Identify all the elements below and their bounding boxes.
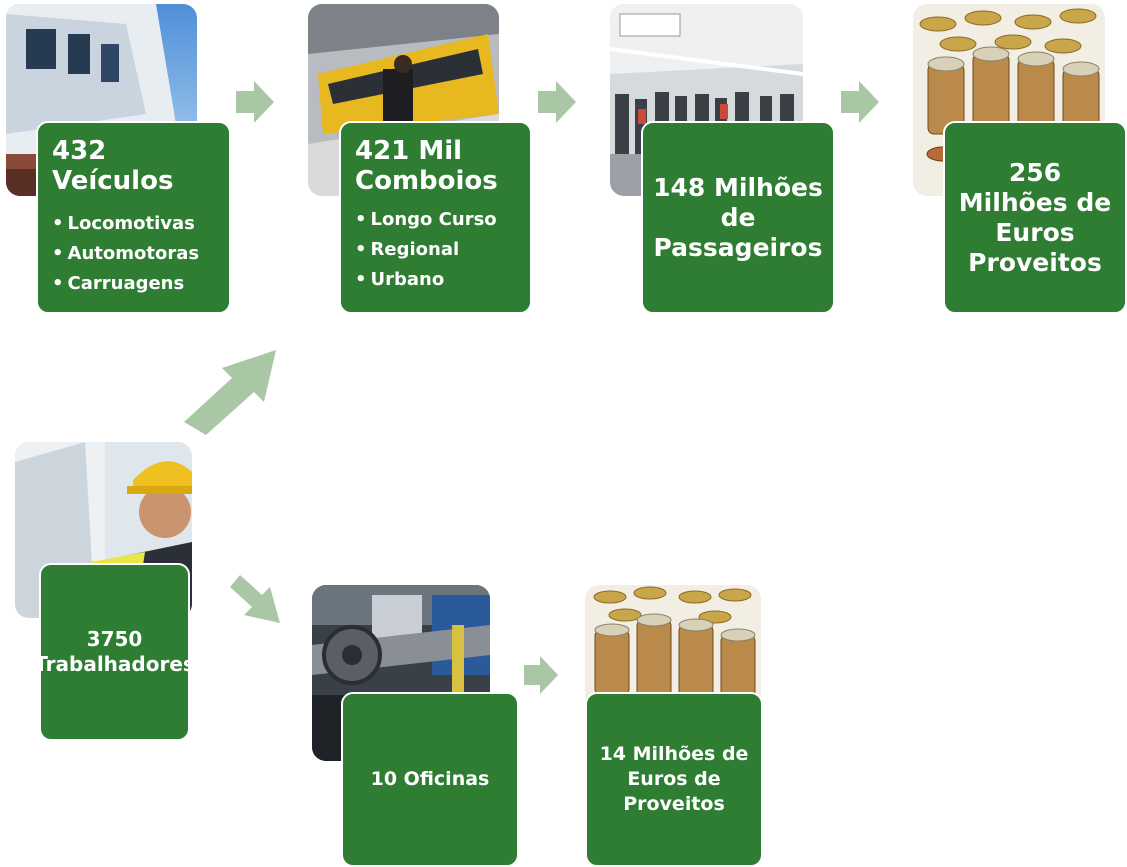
list-item: Automotoras bbox=[52, 239, 215, 269]
passengers-title: 148 Milhões de Passageiros bbox=[653, 172, 823, 262]
revenue-title: 256 Milhões de Euros Proveitos bbox=[958, 157, 1112, 277]
vehicles-list: Locomotivas Automotoras Carruagens bbox=[52, 209, 215, 299]
trains-list: Longo Curso Regional Urbano bbox=[355, 205, 516, 295]
arrow-right-icon bbox=[538, 81, 576, 123]
workshops-box: 10 Oficinas bbox=[341, 692, 519, 867]
vehicles-title: 432 Veículos bbox=[52, 136, 174, 196]
arrow-diagonal-down-icon bbox=[230, 575, 280, 623]
arrow-diagonal-icon bbox=[184, 350, 276, 435]
list-item: Locomotivas bbox=[52, 209, 215, 239]
workshops-title: 10 Oficinas bbox=[370, 767, 490, 790]
workers-title: 3750 Trabalhadores bbox=[34, 627, 195, 676]
list-item: Regional bbox=[355, 235, 516, 265]
workers-box: 3750 Trabalhadores bbox=[34, 563, 195, 741]
trains-title: 421 Mil Comboios bbox=[355, 136, 498, 196]
revenue-box: 256 Milhões de Euros Proveitos bbox=[943, 121, 1127, 314]
arrow-right-icon bbox=[236, 81, 274, 123]
trains-box: 421 Mil Comboios Longo Curso Regional Ur… bbox=[339, 121, 532, 314]
workshop-revenue-title: 14 Milhões de Euros de Proveitos bbox=[599, 743, 749, 815]
list-item: Urbano bbox=[355, 265, 516, 295]
arrow-right-icon bbox=[841, 81, 879, 123]
vehicles-box: 432 Veículos Locomotivas Automotoras Car… bbox=[36, 121, 231, 314]
workshop-revenue-box: 14 Milhões de Euros de Proveitos bbox=[585, 692, 763, 867]
list-item: Longo Curso bbox=[355, 205, 516, 235]
arrow-right-icon bbox=[524, 656, 558, 694]
passengers-box: 148 Milhões de Passageiros bbox=[641, 121, 835, 314]
list-item: Carruagens bbox=[52, 269, 215, 299]
